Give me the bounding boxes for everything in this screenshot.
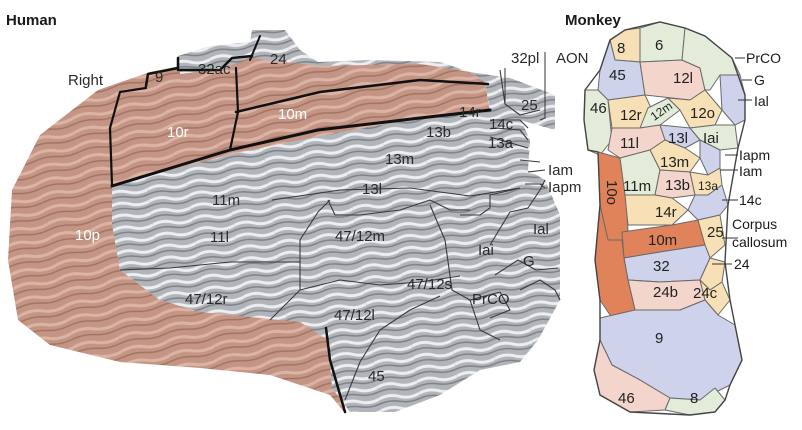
human-title: Human	[6, 12, 57, 29]
human-area-32ac: 32ac	[198, 61, 231, 78]
monkey-area-32: 32	[653, 258, 670, 275]
human-area-25: 25	[521, 97, 538, 114]
monkey-area-45: 45	[609, 67, 626, 84]
monkey-area-13a: 13a	[698, 179, 718, 193]
monkey-label-14c: 14c	[739, 192, 762, 208]
monkey-area-12o: 12o	[690, 105, 715, 122]
monkey-area-46-bottom: 46	[618, 390, 635, 407]
monkey-area-14r: 14r	[655, 204, 677, 221]
human-area-10m: 10m	[278, 106, 307, 123]
human-area-11m: 11m	[212, 192, 240, 209]
human-area-47-12r: 47/12r	[185, 291, 228, 308]
human-area-9: 9	[155, 69, 163, 86]
monkey-area-12r: 12r	[620, 107, 642, 124]
human-area-10r: 10r	[167, 124, 189, 141]
monkey-area-6: 6	[655, 37, 663, 54]
human-area-32pl: 32pl	[511, 50, 539, 67]
monkey-area-12l: 12l	[673, 70, 693, 87]
monkey-area-10o: 10o	[603, 180, 620, 205]
human-area-47-12m: 47/12m	[335, 228, 385, 245]
monkey-label-PrCO: PrCO	[746, 50, 781, 66]
monkey-area-11m: 11m	[623, 178, 651, 195]
human-area-14r: 14r	[459, 104, 481, 121]
monkey-area-11l: 11l	[620, 135, 639, 152]
human-area-Iapm: Iapm	[548, 179, 581, 196]
monkey-area-13l: 13l	[668, 130, 688, 147]
human-area-13l: 13l	[362, 181, 382, 198]
monkey-area-24c: 24c	[693, 285, 718, 302]
monkey-area-13m: 13m	[660, 154, 689, 171]
monkey-label-Iapm: Iapm	[739, 147, 770, 163]
monkey-area-25: 25	[707, 224, 724, 241]
human-area-24: 24	[270, 51, 287, 68]
human-area-PrCO: PrCO	[472, 291, 510, 308]
human-area-13b: 13b	[426, 124, 451, 141]
monkey-area-10m: 10m	[648, 232, 677, 249]
monkey-area-13b: 13b	[665, 177, 690, 194]
human-area-13m: 13m	[385, 151, 414, 168]
monkey-label-Ial: Ial	[754, 93, 769, 109]
monkey-area-46: 46	[590, 100, 607, 117]
human-area-Iam: Iam	[548, 162, 573, 179]
human-area-45: 45	[368, 368, 385, 385]
human-area-AON: AON	[556, 50, 589, 67]
monkey-label-Iam: Iam	[739, 163, 762, 179]
monkey-label-24: 24	[734, 256, 750, 272]
human-area-10p: 10p	[75, 227, 100, 244]
monkey-area-Iai: Iai	[703, 130, 719, 147]
human-area-47-12l: 47/12l	[334, 307, 375, 324]
monkey-area-8-bottom: 8	[690, 390, 698, 407]
monkey-area-8: 8	[617, 40, 625, 57]
human-area-47-12s: 47/12s	[407, 276, 452, 293]
human-area-13a: 13a	[488, 135, 514, 152]
human-area-Iai: Iai	[478, 242, 494, 259]
human-area-G: G	[523, 253, 535, 270]
monkey-title: Monkey	[565, 12, 622, 29]
monkey-area-9: 9	[655, 330, 663, 347]
monkey-label-callosum: callosum	[732, 234, 787, 250]
right-hemisphere-label: Right	[68, 72, 104, 89]
monkey-area-24b: 24b	[653, 284, 678, 301]
human-area-Ial: Ial	[533, 221, 549, 238]
monkey-label-G: G	[754, 72, 765, 88]
human-area-11l: 11l	[210, 229, 229, 246]
monkey-label-corpus: Corpus	[732, 216, 777, 232]
human-area-14c: 14c	[489, 116, 514, 133]
